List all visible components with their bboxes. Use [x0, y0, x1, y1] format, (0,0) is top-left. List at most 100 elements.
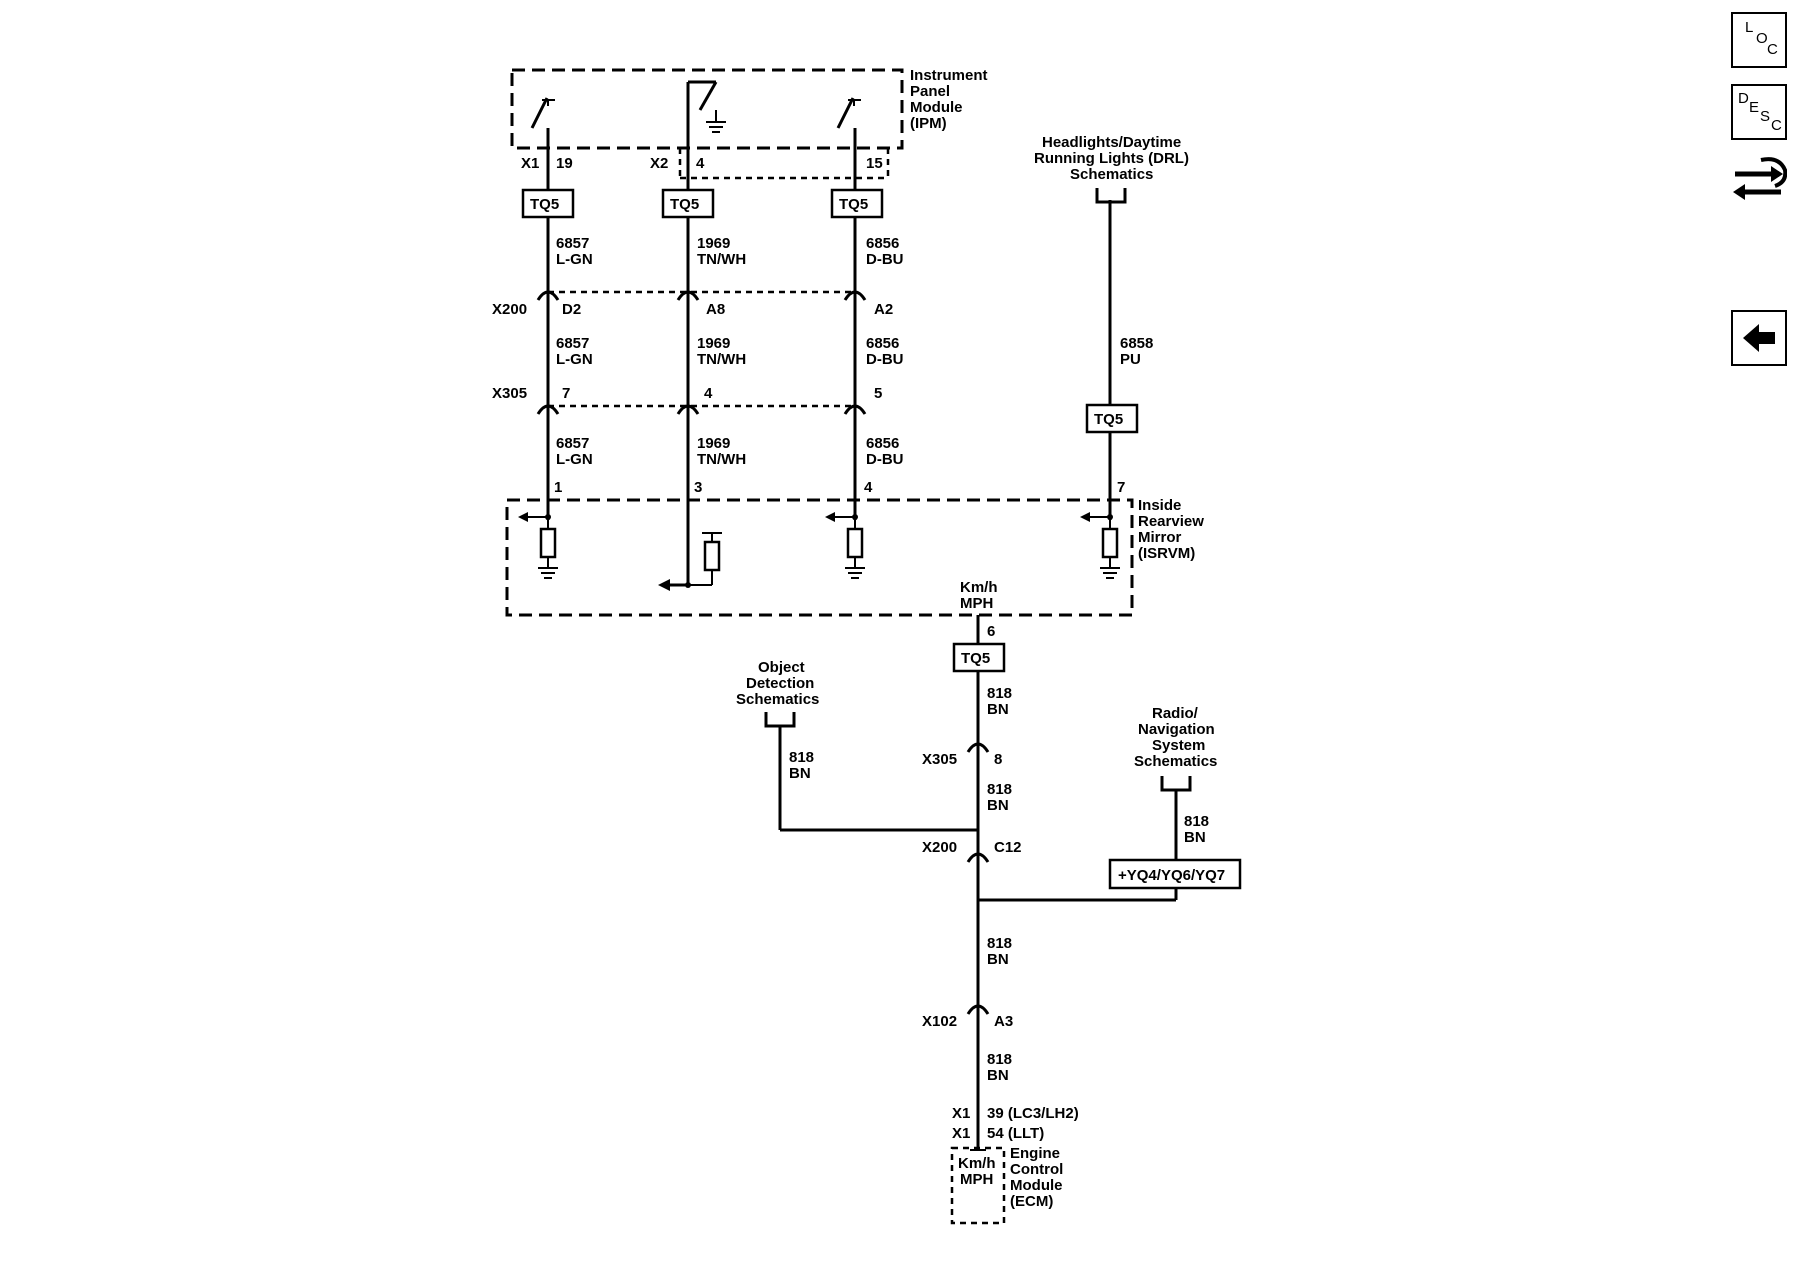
wire-e-color-2: BN: [987, 797, 1009, 814]
wire-e-circuit-radio: 818: [1184, 813, 1209, 830]
wire-a-circuit-3: 6857: [556, 435, 589, 452]
tq5-tag-4-label: TQ5: [1094, 411, 1123, 428]
ipm-pin-4: 4: [696, 155, 705, 172]
wire-e-color-obj: BN: [789, 765, 811, 782]
x200-label-center: X200: [922, 839, 957, 856]
ecm-label-4: (ECM): [1010, 1193, 1053, 1210]
wire-d-color: PU: [1120, 351, 1141, 368]
wire-b-circuit-2: 1969: [697, 335, 730, 352]
radio-ref-label-4: Schematics: [1134, 753, 1217, 770]
location-button[interactable]: L O C: [1731, 12, 1787, 68]
ecm-label-1: Engine: [1010, 1145, 1060, 1162]
option-tag-label: +YQ4/YQ6/YQ7: [1118, 867, 1225, 884]
transfer-arrows-icon: [1733, 157, 1788, 200]
wire-e-circuit-3: 818: [987, 935, 1012, 952]
isrvm-signal-bottom: MPH: [960, 595, 993, 612]
isrvm-module-box: [505, 498, 1134, 617]
wire-a-circuit-1: 6857: [556, 235, 589, 252]
x200-label-top: X200: [492, 301, 527, 318]
loc-letter-l: L: [1745, 19, 1754, 36]
isrvm-pin-1: 1: [554, 479, 562, 496]
wire-e-circuit-2: 818: [987, 781, 1012, 798]
wire-e-color-3: BN: [987, 951, 1009, 968]
tq5-tag-3: TQ5: [830, 188, 884, 219]
radio-ref-label-2: Navigation: [1138, 721, 1215, 738]
ipm-pin-19: 19: [556, 155, 573, 172]
wire-b-color-1: TN/WH: [697, 251, 746, 268]
loc-letter-c: C: [1767, 41, 1778, 58]
tq5-tag-3-label: TQ5: [839, 196, 868, 213]
ipm-x1-label: X1: [521, 155, 539, 172]
wire-a-color-2: L-GN: [556, 351, 593, 368]
ecm-signal-top: Km/h: [958, 1155, 996, 1172]
ecm-signal-bottom: MPH: [960, 1171, 993, 1188]
transfer-arrows-button[interactable]: [1731, 152, 1788, 208]
isrvm-label-2: Rearview: [1138, 513, 1204, 530]
isrvm-label-3: Mirror: [1138, 529, 1182, 546]
wire-c-color-3: D-BU: [866, 451, 904, 468]
isrvm-signal-top: Km/h: [960, 579, 998, 596]
ipm-x2-label: X2: [650, 155, 668, 172]
tq5-tag-1: TQ5: [521, 188, 575, 219]
object-ref-label-2: Detection: [746, 675, 814, 692]
x200-center-connector: [966, 852, 990, 863]
x305-label-top: X305: [492, 385, 527, 402]
ipm-switch-1-icon: [530, 97, 555, 148]
desc-letter-s: S: [1760, 108, 1771, 125]
drl-ref-label-2: Running Lights (DRL): [1034, 150, 1189, 167]
ecm-x1-label-a: X1: [952, 1105, 970, 1122]
object-ref-bracket: [764, 712, 796, 728]
x200-connector-row: [536, 290, 867, 301]
x305-connector-row: [536, 404, 867, 415]
x305-pin-5: 5: [874, 385, 882, 402]
ecm-pin-b: 54 (LLT): [987, 1125, 1044, 1142]
wire-e-circuit-1: 818: [987, 685, 1012, 702]
isrvm-input-circuit-7: [1080, 512, 1120, 579]
ipm-label-1: Instrument: [910, 67, 988, 84]
tq5-tag-4: TQ5: [1085, 403, 1139, 434]
x102-connector: [966, 1004, 990, 1015]
wire-b-color-2: TN/WH: [697, 351, 746, 368]
wire-c-circuit-2: 6856: [866, 335, 899, 352]
ecm-x1-label-b: X1: [952, 1125, 970, 1142]
option-tag: +YQ4/YQ6/YQ7: [1108, 858, 1242, 890]
radio-ref-label-3: System: [1152, 737, 1205, 754]
tq5-tag-5: TQ5: [952, 642, 1006, 673]
x305-label-center: X305: [922, 751, 957, 768]
isrvm-label-4: (ISRVM): [1138, 545, 1195, 562]
x102-label: X102: [922, 1013, 957, 1030]
x200-pin-c12: C12: [994, 839, 1022, 856]
x305-pin-4: 4: [704, 385, 713, 402]
x305-pin-7: 7: [562, 385, 570, 402]
ecm-module-box: [950, 1146, 1006, 1225]
object-ref-label-3: Schematics: [736, 691, 819, 708]
ecm-label-2: Control: [1010, 1161, 1063, 1178]
wire-e-circuit-4: 818: [987, 1051, 1012, 1068]
ecm-label-3: Module: [1010, 1177, 1063, 1194]
description-button[interactable]: D E S C: [1731, 84, 1787, 140]
isrvm-out-pin-6: 6: [987, 623, 995, 640]
desc-letter-c: C: [1771, 117, 1782, 134]
ipm-pin-15: 15: [866, 155, 883, 172]
wire-b-color-3: TN/WH: [697, 451, 746, 468]
wire-b-circuit-1: 1969: [697, 235, 730, 252]
drl-ref-bracket: [1095, 188, 1127, 204]
wire-c-circuit-3: 6856: [866, 435, 899, 452]
isrvm-pin-4: 4: [864, 479, 873, 496]
tq5-tag-2: TQ5: [661, 188, 715, 219]
isrvm-input-circuit-4: [825, 512, 865, 579]
wire-c-color-2: D-BU: [866, 351, 904, 368]
isrvm-pin-7: 7: [1117, 479, 1125, 496]
wire-c-color-1: D-BU: [866, 251, 904, 268]
back-button[interactable]: [1731, 310, 1787, 366]
wire-e-circuit-obj: 818: [789, 749, 814, 766]
wire-c-circuit-1: 6856: [866, 235, 899, 252]
wire-a-color-3: L-GN: [556, 451, 593, 468]
tq5-tag-1-label: TQ5: [530, 196, 559, 213]
isrvm-label-1: Inside: [1138, 497, 1181, 514]
back-arrow-icon: [1743, 324, 1775, 352]
desc-letter-d: D: [1738, 90, 1749, 107]
tq5-tag-2-label: TQ5: [670, 196, 699, 213]
isrvm-output-circuit-3: [658, 532, 722, 591]
